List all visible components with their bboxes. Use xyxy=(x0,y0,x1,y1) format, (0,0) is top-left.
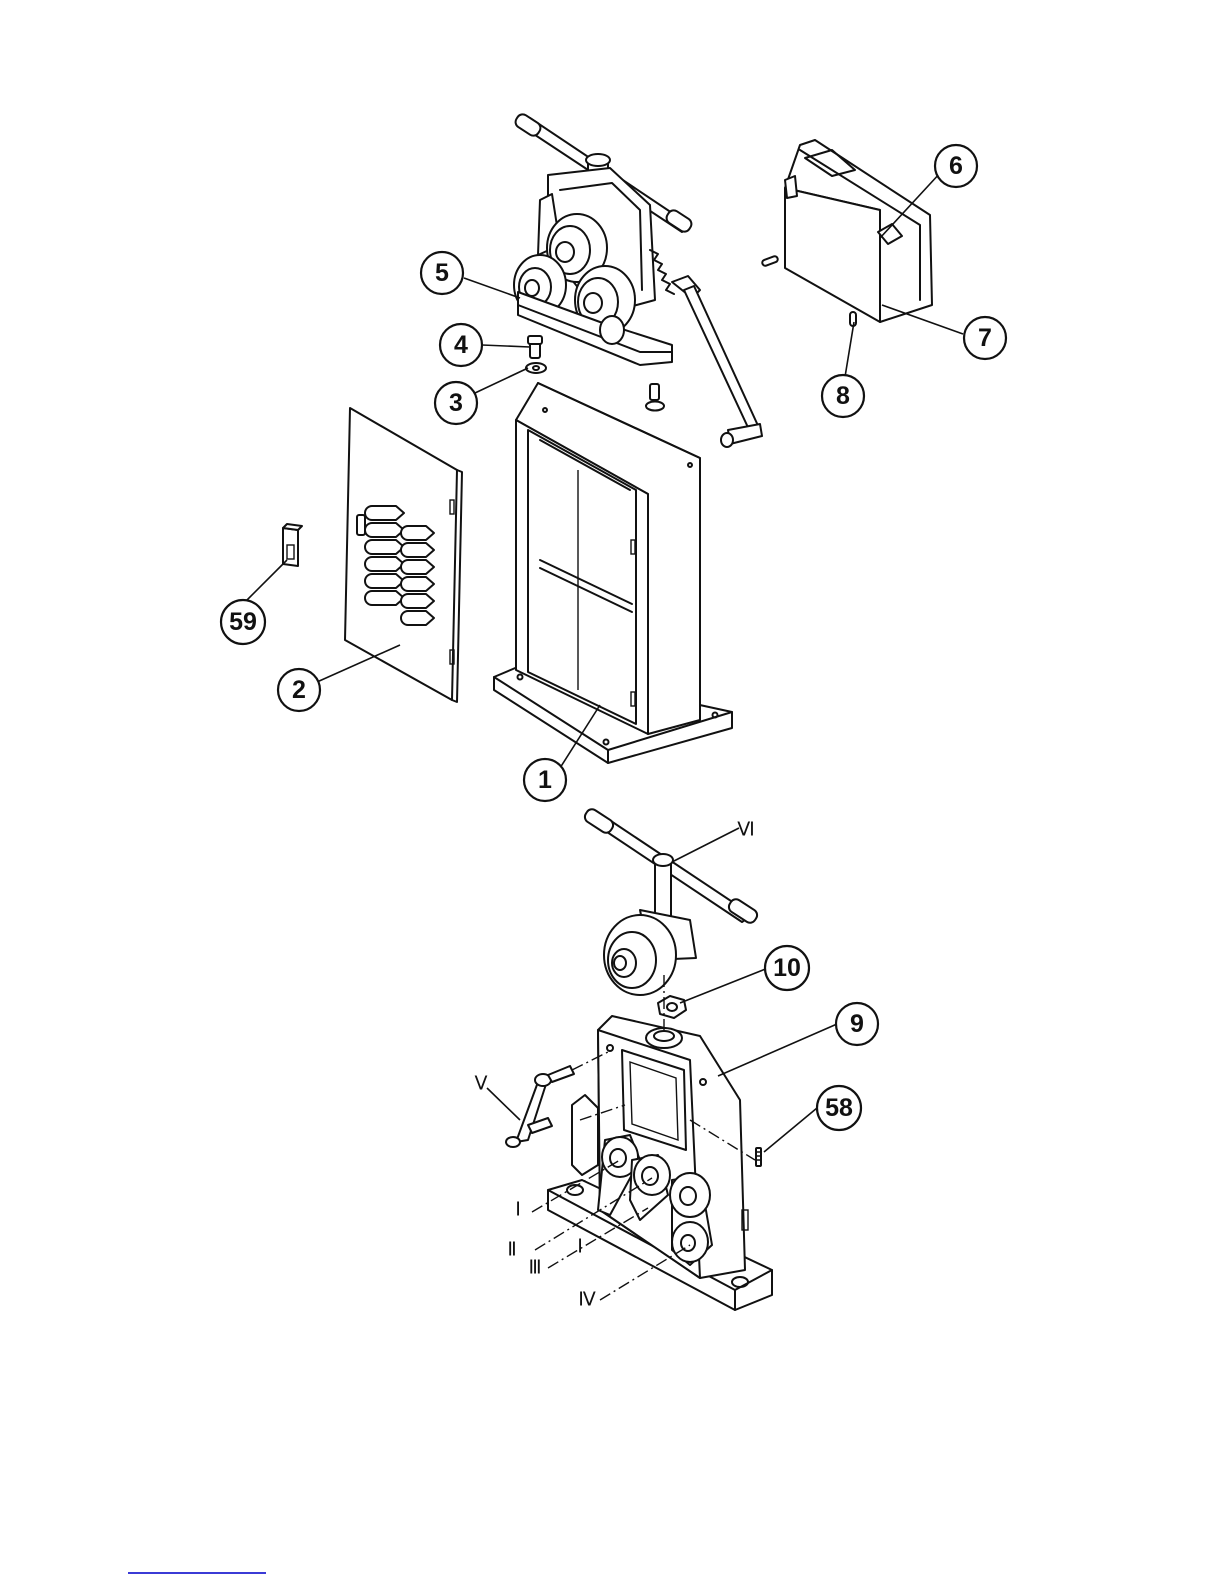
svg-text:59: 59 xyxy=(229,608,257,636)
callout-59: 59 xyxy=(221,600,265,644)
callout-2: 2 xyxy=(278,669,320,711)
footnote-separator-line xyxy=(128,1572,266,1574)
svg-text:8: 8 xyxy=(836,382,850,410)
svg-text:3: 3 xyxy=(449,389,463,417)
svg-text:10: 10 xyxy=(773,954,801,982)
callout-4: 4 xyxy=(440,324,482,366)
callout-6: 6 xyxy=(935,145,977,187)
callout-9: 9 xyxy=(836,1003,878,1045)
callout-3: 3 xyxy=(435,382,477,424)
svg-text:7: 7 xyxy=(978,324,992,352)
callout-8: 8 xyxy=(822,375,864,417)
label-iv: Ⅳ xyxy=(578,1290,596,1311)
top-roller-assembly xyxy=(583,807,760,1018)
callout-7: 7 xyxy=(964,317,1006,359)
callout-1: 1 xyxy=(524,759,566,801)
spring-pin xyxy=(756,1148,761,1166)
roller-guard xyxy=(761,140,932,326)
svg-text:6: 6 xyxy=(949,152,963,180)
lever-handle xyxy=(506,1066,574,1147)
svg-text:1: 1 xyxy=(538,766,552,794)
switch-box xyxy=(283,524,302,566)
label-v: Ⅴ xyxy=(475,1074,488,1095)
label-vi: Ⅵ xyxy=(737,820,755,841)
svg-text:2: 2 xyxy=(292,676,306,704)
svg-text:58: 58 xyxy=(825,1094,853,1122)
callout-58: 58 xyxy=(817,1086,861,1130)
label-ii: Ⅱ xyxy=(507,1240,516,1261)
label-i-second: Ⅰ xyxy=(577,1237,583,1258)
main-frame xyxy=(548,1016,772,1310)
svg-text:5: 5 xyxy=(435,259,449,287)
label-iii: Ⅲ xyxy=(528,1258,541,1279)
cabinet-door xyxy=(345,408,462,702)
svg-text:9: 9 xyxy=(850,1010,864,1038)
cabinet-stand xyxy=(494,383,732,763)
svg-text:4: 4 xyxy=(454,331,468,359)
label-i-first: Ⅰ xyxy=(515,1200,521,1221)
callout-5: 5 xyxy=(421,252,463,294)
callout-10: 10 xyxy=(765,946,809,990)
